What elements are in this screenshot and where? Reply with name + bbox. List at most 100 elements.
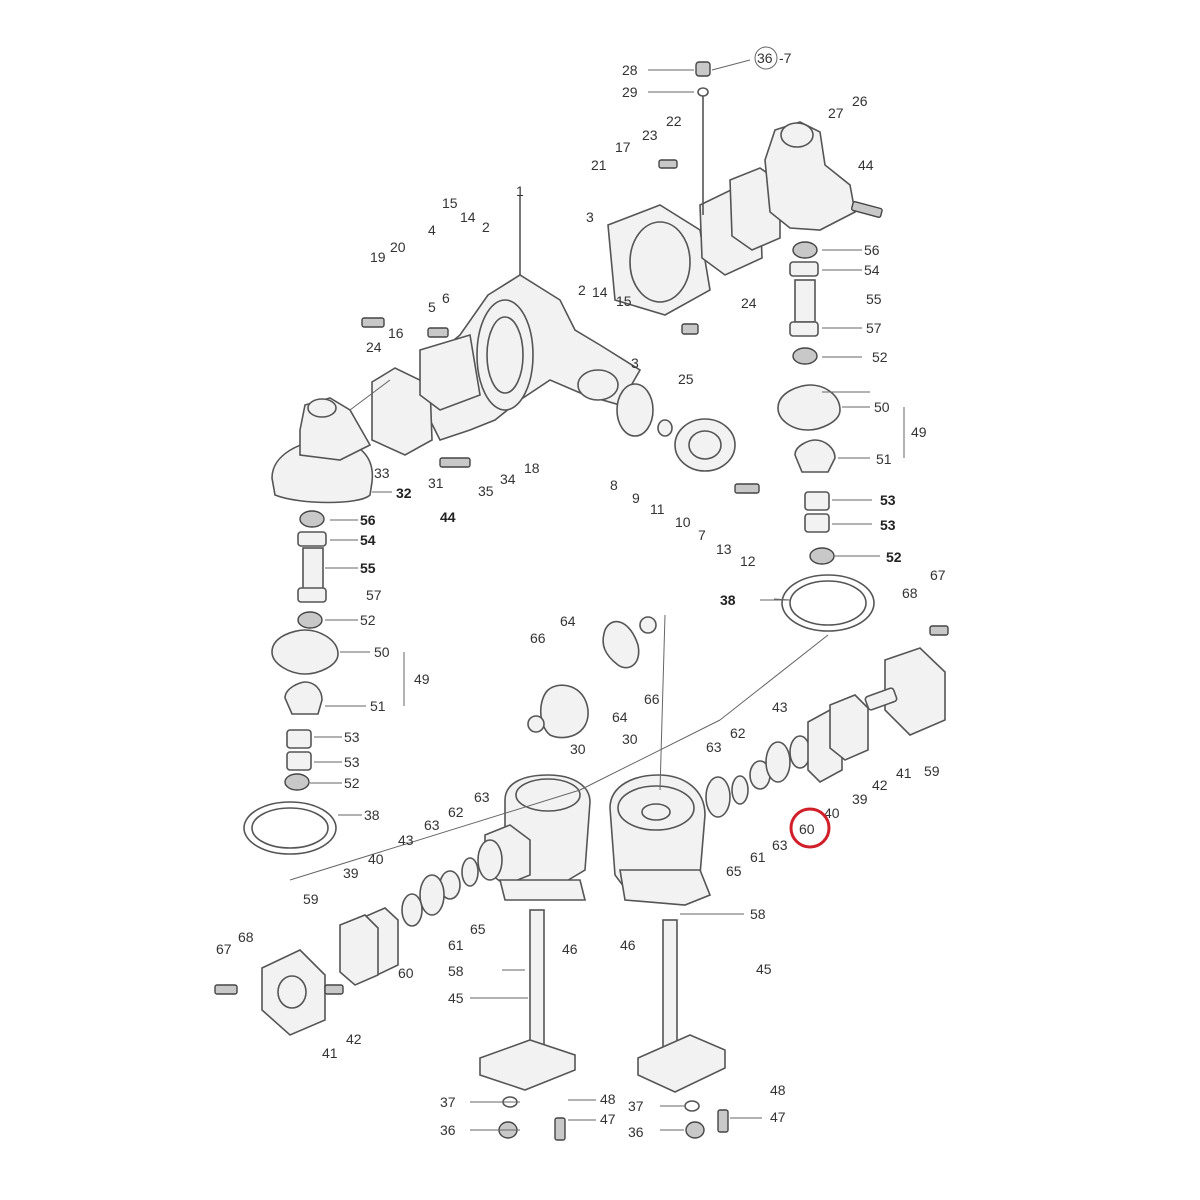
part-label-36-ref: 36 [757,50,773,66]
part-label-15: 15 [442,195,458,211]
part-label-46: 46 [562,941,578,957]
part-label-40: 40 [824,805,840,821]
part-label-60-highlighted: 60 [799,821,815,837]
part-label-54b: 54 [360,532,376,548]
part-label-61: 61 [750,849,766,865]
part-label-36b: 36 [628,1124,644,1140]
part-label-45b: 45 [756,961,772,977]
axle-housing [419,195,642,441]
part-label-59b: 59 [303,891,319,907]
part-label-51: 51 [876,451,892,467]
part-label-39: 39 [852,791,868,807]
part-label-65b: 65 [470,921,486,937]
left-shaft-stack [243,510,339,855]
part-label-37b: 37 [628,1098,644,1114]
part-label-60b: 60 [398,965,414,981]
part-label-12: 12 [740,553,756,569]
part-label-40b: 40 [368,851,384,867]
part-label-3b: 3 [631,355,639,371]
part-label-29: 29 [622,84,638,100]
part-label-26: 26 [852,93,868,109]
highlight-circle [789,807,831,849]
part-label-63: 63 [706,739,722,755]
middle-flange [616,383,736,472]
part-label-51b: 51 [370,698,386,714]
part-label-68b: 68 [238,929,254,945]
part-label-32: 32 [396,485,412,501]
part-label-47: 47 [600,1111,616,1127]
part-label-7: 7 [698,527,706,543]
assembly-lines [289,379,829,881]
right-shaft-stack [777,241,875,632]
part-label-4: 4 [428,222,436,238]
part-label-52b: 52 [886,549,902,565]
part-label-42: 42 [872,777,888,793]
part-label-38b: 38 [364,807,380,823]
part-label-56: 56 [864,242,880,258]
part-label-27: 27 [828,105,844,121]
part-label-56b: 56 [360,512,376,528]
left-vertical-shaft [479,909,576,1091]
part-label-44: 44 [858,157,874,173]
part-labels: 28 36 -7 29 27 26 44 23 22 21 17 3 2 14 … [216,46,946,1140]
part-label-30b: 30 [622,731,638,747]
part-label-13: 13 [716,541,732,557]
part-label-7-ref: -7 [779,50,792,66]
right-horizontal-shaft [705,647,946,818]
fasteners [214,61,949,1141]
part-label-25: 25 [678,371,694,387]
part-label-24-left: 24 [366,339,382,355]
upper-left-gear-case [271,397,374,504]
part-label-65: 65 [726,863,742,879]
part-label-63b: 63 [772,837,788,853]
part-label-66: 66 [530,630,546,646]
part-label-45: 45 [448,990,464,1006]
part-label-50b: 50 [374,644,390,660]
part-label-63c: 63 [474,789,490,805]
part-label-17: 17 [615,139,631,155]
part-label-52d: 52 [344,775,360,791]
left-horizontal-shaft [261,839,503,1036]
part-label-14: 14 [592,284,608,300]
part-label-30: 30 [570,741,586,757]
part-label-23: 23 [642,127,658,143]
part-label-57: 57 [866,320,882,336]
part-label-36: 36 [440,1122,456,1138]
part-label-22: 22 [666,113,682,129]
part-label-44b: 44 [440,509,456,525]
part-label-49: 49 [911,424,927,440]
part-label-8: 8 [610,477,618,493]
part-label-18: 18 [524,460,540,476]
part-label-42b: 42 [346,1031,362,1047]
part-label-67b: 67 [216,941,232,957]
part-label-58b: 58 [750,906,766,922]
part-label-68: 68 [902,585,918,601]
part-label-47b: 47 [770,1109,786,1125]
part-label-54: 54 [864,262,880,278]
leader-lines [310,59,905,1131]
part-label-53d: 53 [344,754,360,770]
part-label-49b: 49 [414,671,430,687]
part-label-67: 67 [930,567,946,583]
part-label-53b: 53 [880,517,896,533]
part-label-41b: 41 [322,1045,338,1061]
part-label-52: 52 [872,349,888,365]
upper-right-gear-case [764,121,856,231]
part-label-3: 3 [586,209,594,225]
part-label-2b: 2 [482,219,490,235]
part-label-64b: 64 [612,709,628,725]
part-label-57b: 57 [366,587,382,603]
part-label-64: 64 [560,613,576,629]
part-label-62b: 62 [448,804,464,820]
upper-right-flange [607,167,781,316]
part-label-55b: 55 [360,560,376,576]
part-label-38: 38 [720,592,736,608]
right-vertical-shaft [637,919,726,1093]
part-label-35: 35 [478,483,494,499]
part-label-66b: 66 [644,691,660,707]
part-label-19: 19 [370,249,386,265]
part-label-9: 9 [632,490,640,506]
part-label-28: 28 [622,62,638,78]
part-label-21: 21 [591,157,607,173]
